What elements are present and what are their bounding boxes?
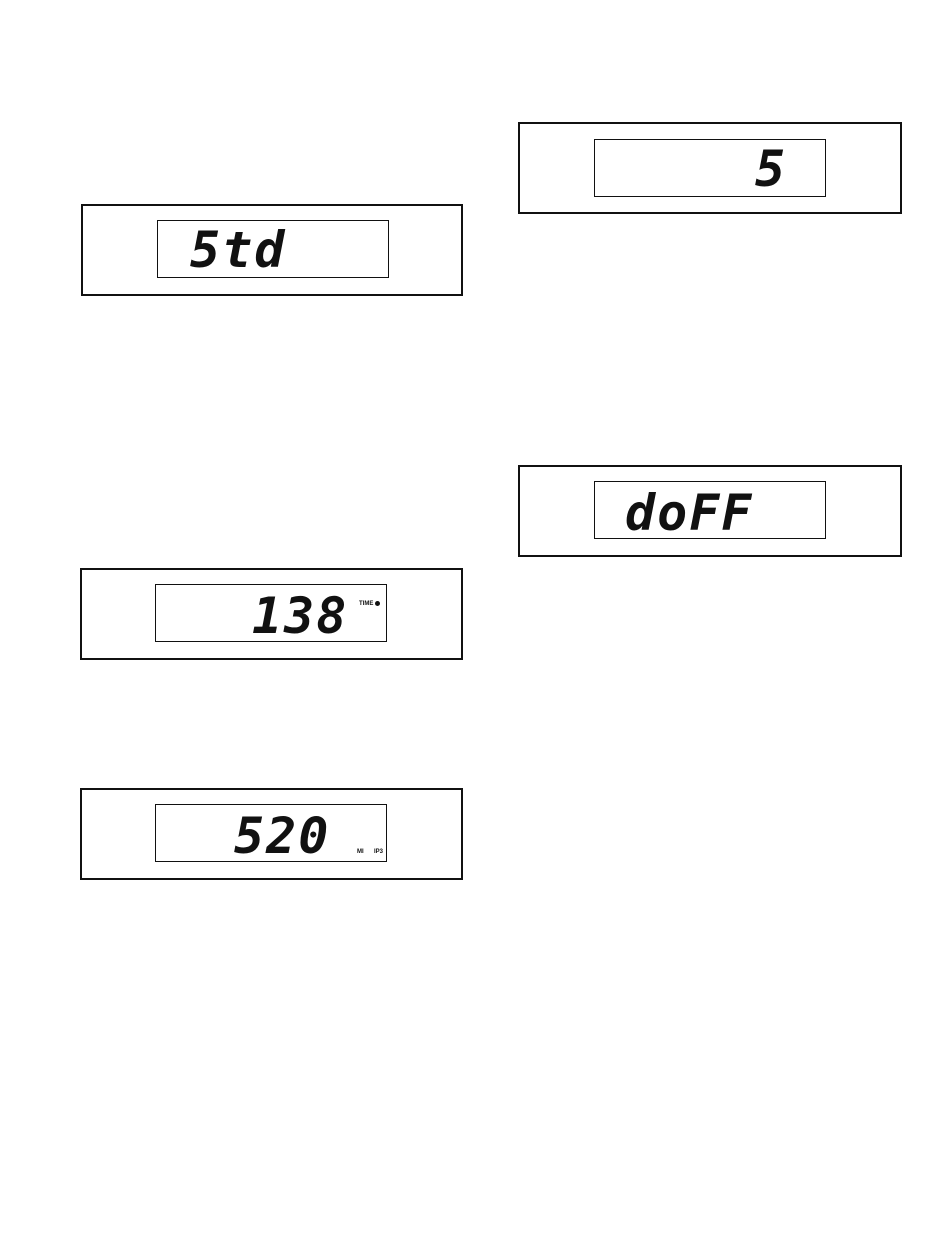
lcd-readout-graphic: 520: [156, 805, 386, 861]
lcd-readout-graphic: doFF: [595, 482, 825, 538]
lcd-screen: 138 TIME: [155, 584, 387, 642]
lcd-screen: 5td: [157, 220, 389, 278]
lcd-readout-text: 5td: [190, 221, 286, 279]
lcd-readout-graphic: 5: [595, 140, 825, 196]
lcd-readout-text: 520: [234, 807, 330, 865]
lcd-panel-std: 5td: [81, 204, 463, 296]
unit-indicator-right: IP3: [374, 849, 383, 855]
lcd-readout-graphic: 5td: [158, 221, 388, 277]
lcd-panel-level: 5: [518, 122, 902, 214]
lcd-panel-demo-off: doFF: [518, 465, 902, 557]
unit-indicator-left: MI: [357, 849, 364, 855]
lcd-readout-text: doFF: [625, 484, 753, 542]
lcd-readout-graphic: 138: [156, 585, 386, 641]
time-indicator-dot-icon: [375, 601, 380, 606]
lcd-screen: doFF: [594, 481, 826, 539]
lcd-screen: 5: [594, 139, 826, 197]
lcd-panel-time: 138 TIME: [80, 568, 463, 660]
lcd-screen: 520 MI IP3: [155, 804, 387, 862]
lcd-readout-text: 5: [755, 140, 787, 198]
time-indicator-label: TIME: [359, 601, 373, 607]
lcd-readout-text: 138: [252, 587, 348, 645]
lcd-panel-distance: 520 MI IP3: [80, 788, 463, 880]
